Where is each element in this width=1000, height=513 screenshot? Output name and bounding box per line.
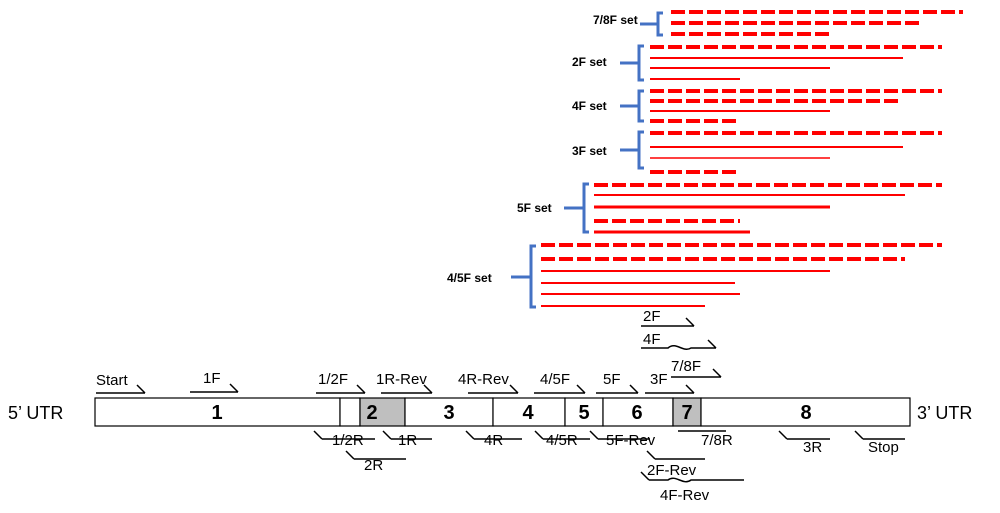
set-bracket-4-5f	[511, 244, 536, 309]
exon-7-label: 7	[681, 402, 692, 424]
set-label-2f: 2F set	[572, 55, 607, 69]
set-label-3f: 3F set	[572, 144, 607, 158]
primer-arrow-4r-rev	[468, 384, 519, 394]
primer-label-1r-rev: 1R-Rev	[376, 371, 427, 388]
exon-unlabeled	[339, 397, 361, 427]
set-label-4f: 4F set	[572, 99, 607, 113]
set-label-4-5f: 4/5F set	[447, 271, 492, 285]
primer-label-4-5f: 4/5F	[540, 371, 570, 388]
primer-arrow-stop	[854, 430, 905, 440]
primer-label-2f-rev: 2F-Rev	[647, 462, 697, 479]
primer-label-4f-rev: 4F-Rev	[660, 487, 710, 504]
primer-arrow-5f	[596, 384, 639, 394]
primer-label-5f: 5F	[603, 371, 621, 388]
primer-label-7-8r: 7/8R	[701, 432, 733, 449]
set-bracket-5f	[564, 182, 589, 234]
primer-label-5f-rev: 5F-Rev	[606, 432, 656, 449]
primer-arrow-start	[96, 384, 146, 394]
exon-7	[672, 397, 702, 427]
forward-primers: Start 1F 1/2F 1R-Rev 4R-Rev 4/5F 5F 3F 7…	[96, 308, 722, 394]
primer-arrow-2r	[345, 450, 406, 460]
product-sets: 7/8F set 2F set 4F set 3F set	[447, 10, 963, 309]
primer-label-4-5r: 4/5R	[546, 432, 578, 449]
primer-arrow-2f	[641, 317, 695, 327]
exon-5	[564, 397, 604, 427]
primer-arrow-5f-rev	[589, 430, 650, 440]
primer-arrow-3f	[645, 384, 695, 394]
set-bracket-2f	[620, 44, 644, 82]
exon-3-label: 3	[443, 402, 454, 424]
primer-arrow-1r	[382, 430, 432, 440]
set-5f: 5F set	[517, 182, 942, 234]
primer-label-start: Start	[96, 372, 129, 389]
set-2f: 2F set	[572, 44, 942, 82]
utr-5-label: 5’ UTR	[8, 403, 63, 423]
primer-arrow-1f	[190, 383, 239, 393]
exon-5-label: 5	[578, 402, 589, 424]
primer-arrow-1-2r	[313, 430, 375, 440]
primer-label-3f: 3F	[650, 371, 668, 388]
set-bracket-3f	[620, 130, 644, 170]
set-bracket-7-8f	[640, 11, 663, 37]
utr-3-label: 3’ UTR	[917, 403, 972, 423]
primer-arrow-4r	[465, 430, 522, 440]
primer-arrow-4-5r	[534, 430, 590, 440]
primer-label-stop: Stop	[868, 439, 899, 456]
primer-arrow-4-5f	[534, 384, 586, 394]
primer-arrow-7-8r	[646, 430, 726, 460]
set-4-5f: 4/5F set	[447, 243, 942, 309]
exon-2	[359, 397, 406, 427]
set-label-5f: 5F set	[517, 201, 552, 215]
primer-arrow-4f	[641, 339, 717, 350]
primer-label-4f: 4F	[643, 331, 661, 348]
primer-arrow-1-2f	[316, 384, 366, 394]
exon-1	[94, 397, 341, 427]
primer-label-3r: 3R	[803, 439, 822, 456]
primer-label-4r: 4R	[484, 432, 503, 449]
set-4f: 4F set	[572, 89, 942, 123]
reverse-primers: 1/2R 2R 1R 4R 4/5R 5F-Rev 7/8R 3R Stop 2…	[313, 430, 905, 504]
primer-label-2r: 2R	[364, 457, 383, 474]
set-3f: 3F set	[572, 130, 942, 174]
primer-label-7-8f: 7/8F	[671, 358, 701, 375]
primer-label-1-2f: 1/2F	[318, 371, 348, 388]
primer-arrow-1r-rev	[381, 384, 433, 394]
primer-label-1-2r: 1/2R	[332, 432, 364, 449]
primer-arrow-2f-rev	[640, 471, 744, 483]
primer-label-2f: 2F	[643, 308, 661, 325]
set-bracket-4f	[620, 89, 644, 123]
set-label-7-8f: 7/8F set	[593, 13, 638, 27]
primer-arrow-7-8f	[671, 368, 722, 378]
primer-arrow-3r	[778, 430, 830, 440]
primer-label-1f: 1F	[203, 370, 221, 387]
exon-8	[700, 397, 911, 427]
exon-1-label: 1	[211, 402, 222, 424]
exon-6-label: 6	[631, 402, 642, 424]
exon-4-label: 4	[522, 402, 534, 424]
exon-2-label: 2	[366, 402, 377, 424]
gene-bar: 5’ UTR 3’ UTR 1 2 3 4 5 6 7 8	[8, 397, 972, 427]
exon-8-label: 8	[800, 402, 811, 424]
set-7-8f: 7/8F set	[593, 10, 963, 37]
primer-label-1r: 1R	[398, 432, 417, 449]
primer-label-4r-rev: 4R-Rev	[458, 371, 509, 388]
